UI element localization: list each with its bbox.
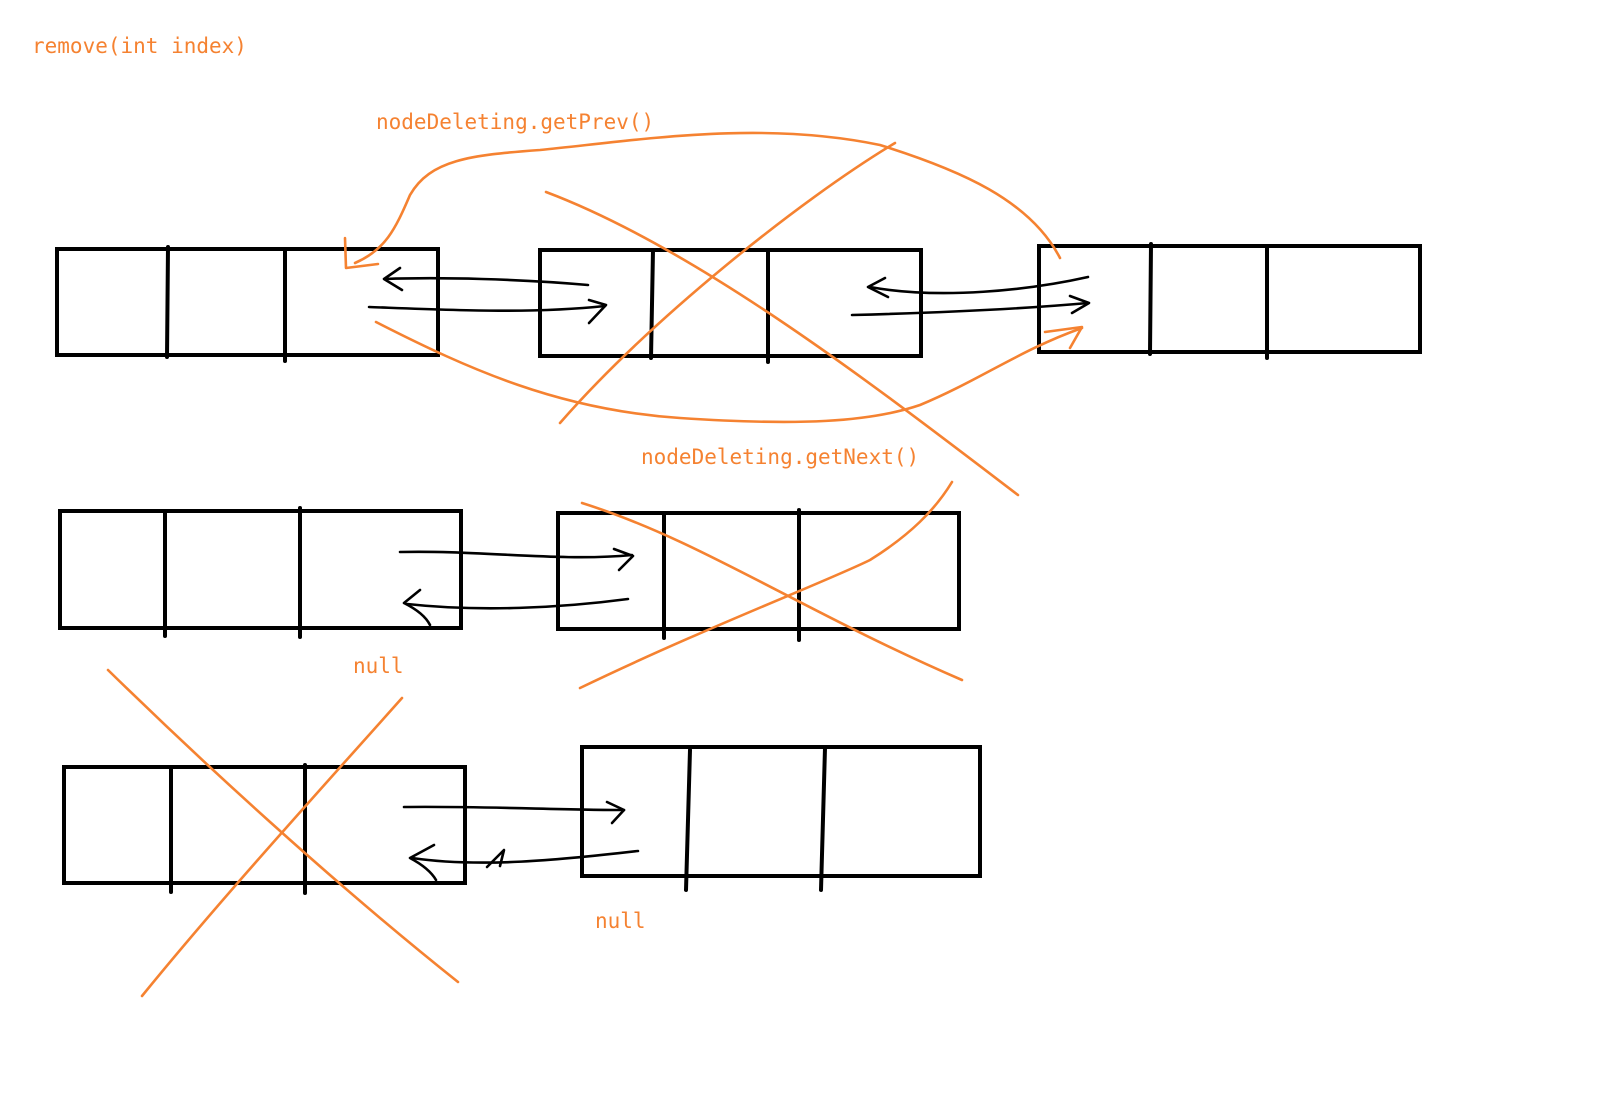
null-label-row3: null <box>595 909 646 933</box>
prev-pointer-label: nodeDeleting.getPrev() <box>376 110 655 134</box>
row1-prev-link-arrowhead-2 <box>866 276 890 299</box>
row1-node-left <box>55 245 440 363</box>
row2-prev-link-arrow <box>405 597 630 610</box>
null-label-row2: null <box>353 654 404 678</box>
row3-cross-stroke-1 <box>106 668 460 984</box>
row1-node-middle <box>538 248 923 364</box>
row3-next-link-arrowhead <box>605 800 626 825</box>
row1-rewire-next-arrowhead <box>1043 325 1084 350</box>
row1-next-link-arrowhead-2 <box>1068 294 1091 315</box>
row3-prev-link-arrow <box>410 849 640 864</box>
row2-prev-link-arrowhead <box>402 588 432 627</box>
row3-next-link-arrow <box>402 805 626 812</box>
title-label: remove(int index) <box>32 34 247 58</box>
row1-next-link-arrow <box>367 304 607 312</box>
row3-cross-stroke-2 <box>140 696 404 998</box>
row3-prev-link-arrowhead <box>408 843 438 882</box>
row1-rewire-prev-curve <box>353 131 1062 265</box>
row3-prev-link-tick <box>485 848 506 869</box>
row2-cross-stroke-2 <box>578 480 954 690</box>
row3-node-left <box>62 763 467 895</box>
row1-rewire-prev-arrowhead <box>343 236 380 270</box>
row1-cross-stroke-1 <box>544 190 1020 497</box>
next-pointer-label: nodeDeleting.getNext() <box>641 445 920 469</box>
row1-prev-link-arrow <box>383 276 590 287</box>
row1-next-link-arrowhead <box>587 298 608 325</box>
row2-next-link-arrowhead <box>612 547 635 572</box>
row2-next-link-arrow <box>398 550 634 559</box>
row1-node-right <box>1037 242 1422 360</box>
row2-node-left <box>58 506 463 639</box>
row1-next-link-arrow-2 <box>850 301 1090 317</box>
row2-node-right <box>556 508 961 642</box>
row1-cross-stroke-2 <box>558 141 897 425</box>
row2-cross-stroke-1 <box>580 501 964 682</box>
row1-rewire-next-curve <box>374 320 1084 424</box>
row1-prev-link-arrow-2 <box>868 275 1090 295</box>
row3-node-right <box>580 745 982 892</box>
row1-prev-link-arrowhead <box>382 266 404 292</box>
